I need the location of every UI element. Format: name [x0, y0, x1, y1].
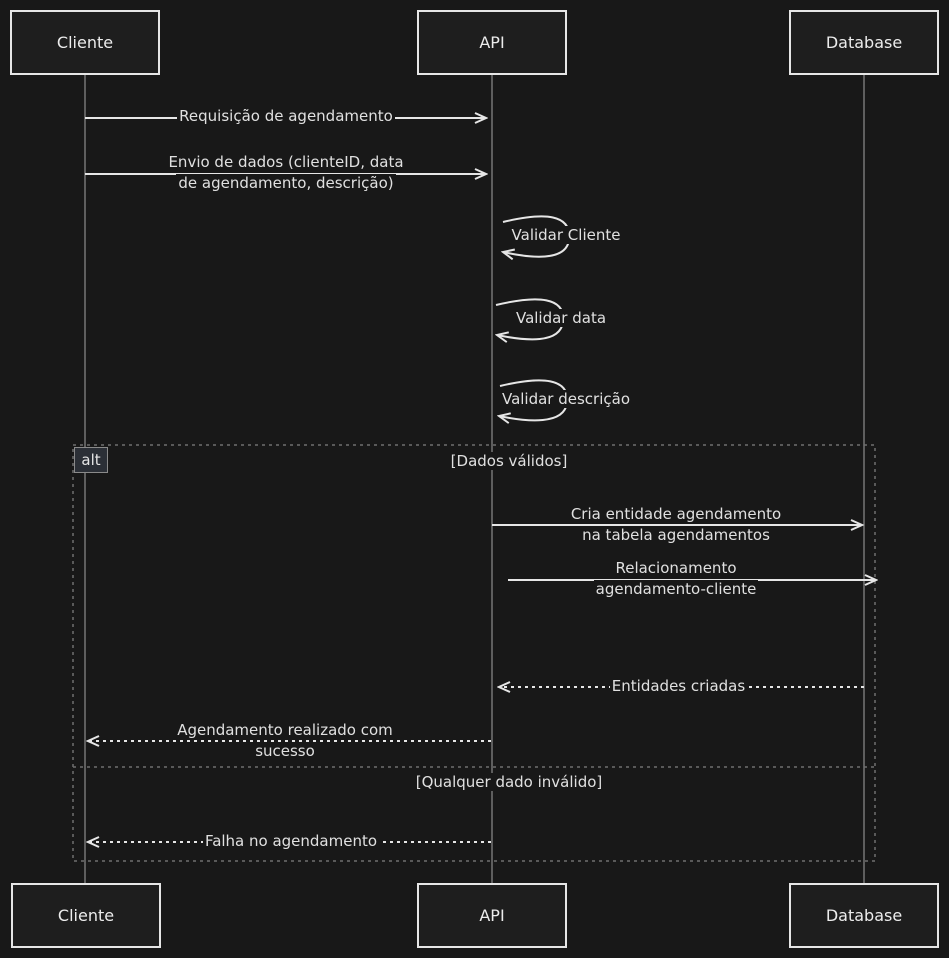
guard-dados-validos: [Dados válidos]: [448, 452, 570, 470]
label-validar-descricao: Validar descrição: [499, 390, 633, 408]
participant-api-top: API: [417, 10, 567, 75]
participant-database-top: Database: [789, 10, 939, 75]
participant-api-bottom: API: [417, 883, 567, 948]
alt-tag: alt: [74, 447, 108, 473]
label-falha: Falha no agendamento: [202, 832, 380, 850]
label-validar-cliente: Validar Cliente: [509, 226, 623, 244]
label-entidades-criadas: Entidades criadas: [609, 677, 748, 695]
participant-cliente-top: Cliente: [10, 10, 160, 75]
label-validar-data: Validar data: [513, 309, 609, 327]
participant-cliente-bottom: Cliente: [11, 883, 161, 948]
label-requisicao: Requisição de agendamento: [177, 107, 395, 125]
alt-frame: [72, 444, 876, 862]
participant-database-bottom: Database: [789, 883, 939, 948]
guard-dado-invalido: [Qualquer dado inválido]: [413, 773, 605, 791]
